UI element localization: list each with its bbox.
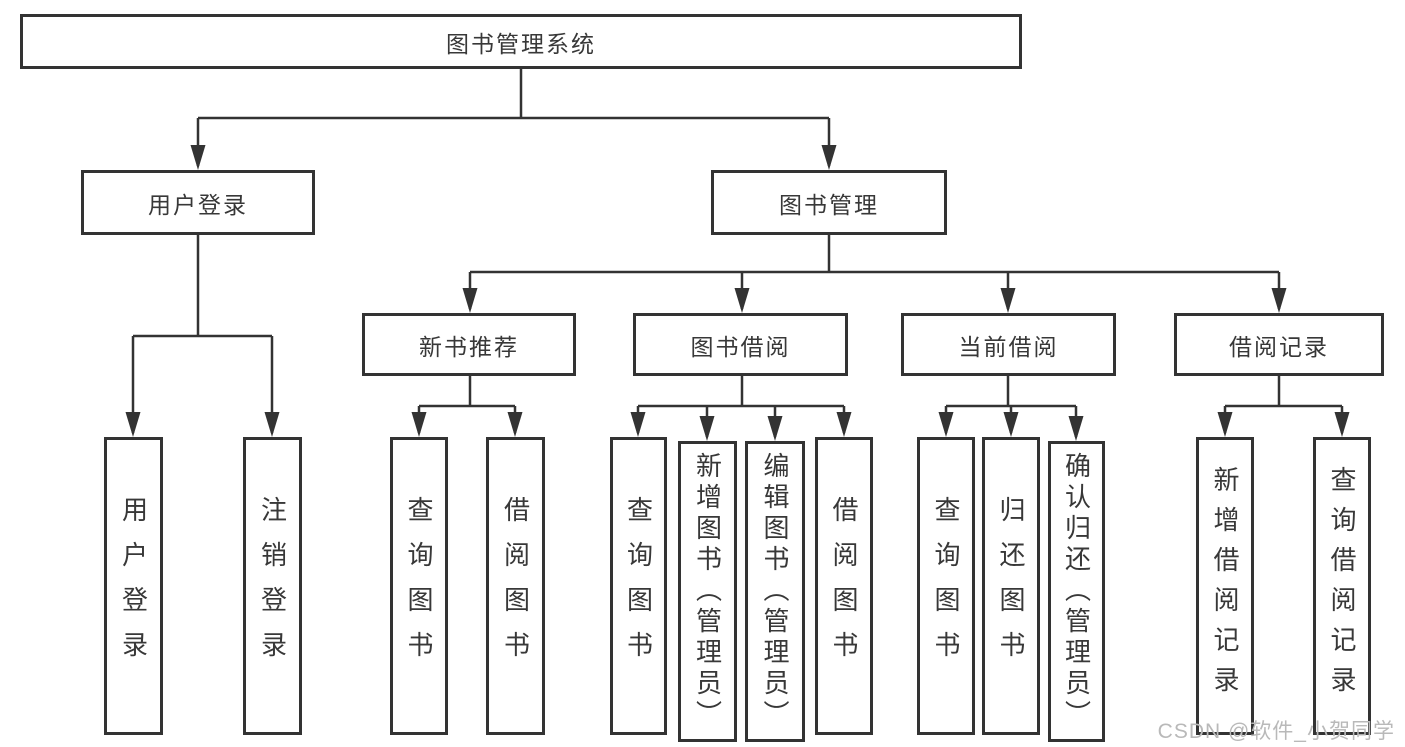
edge-book-borrow-children (636, 376, 846, 437)
arrowhead-icon (507, 412, 523, 437)
node-new-book-recommend-label: 新书推荐 (419, 333, 519, 360)
arrowhead-icon (938, 412, 954, 437)
leaf-confirm-return-admin-label: 确认归还（管理员） (1061, 452, 1092, 731)
node-current-borrow-label: 当前借阅 (958, 333, 1059, 360)
edge-user-login-children (131, 235, 274, 433)
edge-book-mgmt-children (468, 235, 1281, 309)
watermark: CSDN @软件_小贺同学 (1157, 720, 1395, 743)
arrowhead-icon (821, 145, 837, 170)
arrowhead-icon (734, 288, 750, 313)
arrowhead-icon (1334, 412, 1350, 437)
leaf-query-book-1-label: 查询图书 (404, 496, 434, 676)
edge-new-book-rec-children (417, 376, 517, 433)
node-book-management-label: 图书管理 (779, 191, 879, 218)
node-book-management: 图书管理 (711, 170, 947, 235)
node-new-book-recommend: 新书推荐 (362, 313, 576, 376)
leaf-edit-book-admin-label: 编辑图书（管理员） (760, 452, 790, 731)
leaf-borrow-book-1: 借阅图书 (486, 437, 545, 735)
node-user-login-label: 用户登录 (148, 191, 248, 218)
arrowhead-icon (1000, 288, 1016, 313)
leaf-return-book-label: 归还图书 (996, 496, 1026, 676)
leaf-query-book-1: 查询图书 (390, 437, 448, 735)
leaf-query-borrow-record-label: 查询借阅记录 (1327, 466, 1357, 706)
leaf-edit-book-admin: 编辑图书（管理员） (745, 441, 805, 742)
arrowhead-icon (190, 145, 206, 170)
leaf-borrow-book-2-label: 借阅图书 (829, 496, 859, 676)
node-book-borrow-label: 图书借阅 (690, 333, 791, 360)
node-current-borrow: 当前借阅 (901, 313, 1116, 376)
arrowhead-icon (1271, 288, 1287, 313)
node-borrow-records-label: 借阅记录 (1229, 333, 1329, 360)
node-root-label: 图书管理系统 (446, 30, 596, 57)
arrowhead-icon (264, 412, 280, 437)
arrowhead-icon (630, 412, 646, 437)
edge-borrow-records-children (1223, 376, 1344, 433)
arrowhead-icon (767, 416, 783, 441)
node-user-login: 用户登录 (81, 170, 315, 235)
leaf-query-book-2: 查询图书 (610, 437, 667, 735)
arrowhead-icon (699, 416, 715, 441)
leaf-logout: 注销登录 (243, 437, 302, 735)
leaf-confirm-return-admin: 确认归还（管理员） (1048, 441, 1105, 742)
leaf-add-borrow-record: 新增借阅记录 (1196, 437, 1254, 735)
arrowhead-icon (836, 412, 852, 437)
leaf-user-login: 用户登录 (104, 437, 163, 735)
leaf-query-borrow-record: 查询借阅记录 (1313, 437, 1371, 735)
leaf-logout-label: 注销登录 (257, 496, 288, 676)
arrowhead-icon (1068, 416, 1084, 441)
edge-root-children (196, 69, 831, 166)
leaf-query-book-3: 查询图书 (917, 437, 975, 735)
arrowhead-icon (462, 288, 478, 313)
arrowhead-icon (1003, 412, 1019, 437)
leaf-query-book-3-label: 查询图书 (931, 496, 961, 676)
leaf-return-book: 归还图书 (982, 437, 1040, 735)
arrowhead-icon (125, 412, 141, 437)
arrowhead-icon (1217, 412, 1233, 437)
leaf-user-login-label: 用户登录 (118, 496, 149, 676)
node-root: 图书管理系统 (20, 14, 1022, 69)
node-book-borrow: 图书借阅 (633, 313, 848, 376)
leaf-borrow-book-2: 借阅图书 (815, 437, 873, 735)
leaf-add-book-admin: 新增图书（管理员） (678, 441, 737, 742)
leaf-query-book-2-label: 查询图书 (623, 496, 654, 676)
node-borrow-records: 借阅记录 (1174, 313, 1384, 376)
leaf-add-borrow-record-label: 新增借阅记录 (1210, 466, 1240, 706)
leaf-borrow-book-1-label: 借阅图书 (500, 496, 531, 676)
leaf-add-book-admin-label: 新增图书（管理员） (692, 452, 723, 731)
arrowheads (125, 145, 1350, 441)
arrowhead-icon (411, 412, 427, 437)
